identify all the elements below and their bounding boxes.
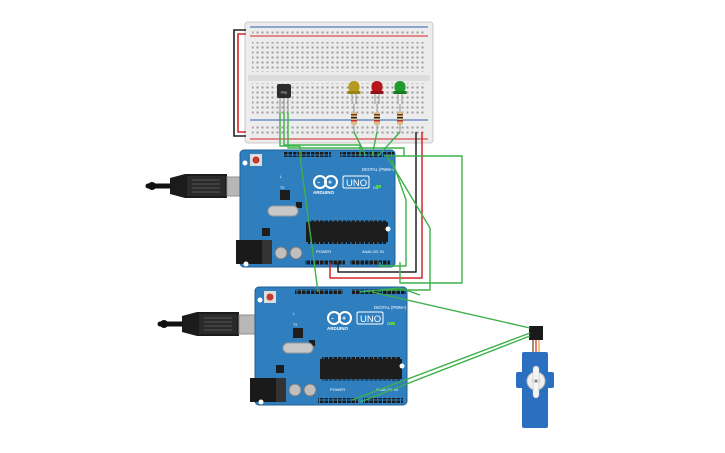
breadboard[interactable] — [244, 21, 434, 144]
resistor-1[interactable] — [351, 104, 357, 132]
analog-label-2: ANALOG IN — [376, 387, 398, 392]
yellow-led[interactable] — [347, 81, 361, 104]
wire-red-power[interactable] — [329, 132, 423, 279]
red-led[interactable] — [370, 81, 384, 104]
brand-label-1: ARDUINO — [313, 190, 334, 195]
wire-green-sensor-2[interactable] — [283, 112, 361, 156]
svg-text:+: + — [328, 180, 332, 187]
model-label-2: UNO — [360, 314, 381, 325]
svg-text:-: - — [318, 180, 321, 187]
l-label-2: L — [293, 312, 295, 316]
on-label-2: ON — [387, 322, 393, 326]
arduino-logo-2: - + — [327, 311, 352, 325]
svg-text:+: + — [342, 316, 346, 323]
arduino-board-1[interactable]: DIGITAL (PWM~) - + ARDUINO UNO TX RX ON … — [145, 149, 396, 268]
wire-green-board-link[interactable] — [359, 287, 421, 296]
temperature-sensor[interactable]: tmp — [277, 84, 291, 112]
digital-label-1: DIGITAL (PWM~) — [362, 167, 395, 172]
green-led[interactable] — [393, 81, 407, 104]
tx-label-1: TX — [280, 186, 285, 190]
wire-green-servo-gnd[interactable] — [359, 335, 531, 403]
wire-green-inter[interactable] — [299, 155, 319, 293]
resistor-2[interactable] — [374, 104, 380, 132]
usb-cable-2[interactable] — [157, 312, 278, 336]
sensor-label: tmp — [281, 90, 288, 95]
wire-black-power[interactable] — [337, 132, 417, 273]
wire-green-servo-signal[interactable] — [371, 291, 531, 329]
arduino-logo-1: - + — [313, 175, 338, 189]
l-label-1: L — [280, 175, 282, 179]
digital-label-2: DIGITAL (PWM~) — [374, 305, 407, 310]
power-label-1: POWER — [316, 249, 331, 254]
brand-label-2: ARDUINO — [327, 326, 348, 331]
power-label-2: POWER — [330, 387, 345, 392]
on-label-1: ON — [373, 186, 379, 190]
wire-green-led-2[interactable] — [371, 131, 378, 157]
svg-text:-: - — [332, 316, 335, 323]
wire-green-servo-power[interactable] — [351, 332, 531, 401]
wire-green-loop-3[interactable] — [379, 159, 407, 267]
wire-green-loop-1[interactable] — [384, 155, 463, 284]
arduino-board-2[interactable]: DIGITAL (PWM~) - + ARDUINO UNO TX RX ON … — [157, 286, 408, 406]
usb-cable-1[interactable] — [145, 174, 266, 198]
wire-green-led-1[interactable] — [353, 131, 367, 157]
resistor-3[interactable] — [397, 104, 403, 132]
wire-green-led-3[interactable] — [377, 131, 401, 157]
tx-label-2: TX — [293, 323, 298, 327]
rail-wire-red[interactable] — [237, 33, 246, 133]
model-label-1: UNO — [346, 178, 367, 189]
servo-motor[interactable] — [516, 326, 554, 428]
wires — [279, 112, 531, 403]
wire-green-sensor-3[interactable] — [287, 112, 405, 156]
rail-wire-black[interactable] — [233, 29, 246, 137]
wire-green-sensor-1[interactable] — [279, 112, 301, 156]
analog-label-1: ANALOG IN — [362, 249, 384, 254]
